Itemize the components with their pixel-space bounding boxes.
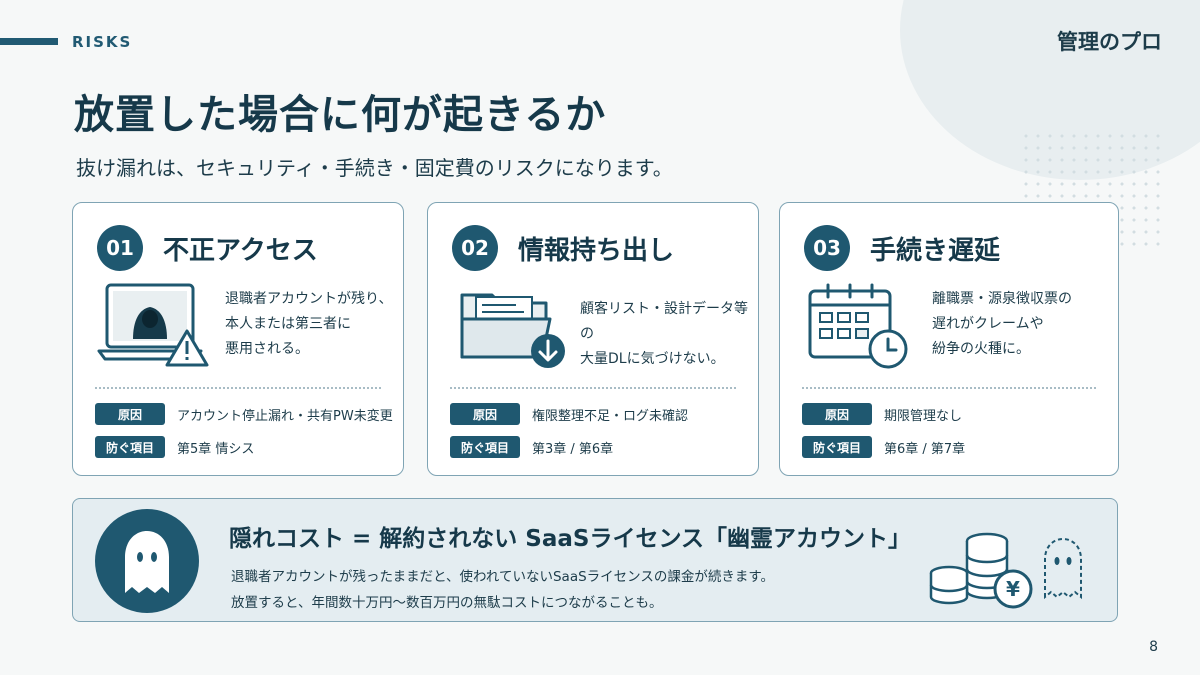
hidden-cost-panel: 隠れコスト = 解約されない SaaSライセンス「幽霊アカウント」 退職者アカウ… [72, 498, 1118, 622]
hidden-cost-title: 隠れコスト = 解約されない SaaSライセンス「幽霊アカウント」 [229, 526, 912, 552]
hidden-cost-description-line: 放置すると、年間数十万円〜数百万円の無駄コストにつながることも。 [231, 595, 663, 611]
cause-label: 原因 [95, 403, 165, 425]
card-number-badge: 03 [804, 225, 850, 271]
card-divider [802, 387, 1096, 389]
risk-card-data-exfiltration: 02 情報持ち出し 顧客リスト・設計データ等の 大量DLに気づけない。 原因 権… [427, 202, 759, 476]
prevent-row: 防ぐ項目 第5章 情シス [95, 436, 254, 458]
page-title: 放置した場合に何が起きるか [74, 92, 607, 138]
prevent-value: 第6章 / 第7章 [884, 441, 966, 457]
prevent-value: 第5章 情シス [177, 441, 255, 457]
card-header: 03 手続き遅延 [804, 225, 1000, 271]
card-description-line: 離職票・源泉徴収票の [932, 291, 1072, 307]
card-title: 情報持ち出し [518, 235, 675, 266]
brand-logo-text: 管理のプロ [1057, 30, 1162, 54]
section-tag: RISKS [72, 33, 133, 51]
coin-stack-yen-icon: ¥ [929, 532, 1082, 609]
card-description-line: 悪用される。 [225, 341, 309, 357]
card-number-badge: 01 [97, 225, 143, 271]
section-accent-bar [0, 38, 58, 45]
page-subtitle: 抜け漏れは、セキュリティ・手続き・固定費のリスクになります。 [76, 156, 673, 180]
page-number: 8 [1149, 639, 1158, 655]
cause-row: 原因 期限管理なし [802, 403, 962, 425]
card-description-line: 遅れがクレームや [932, 316, 1044, 332]
calendar-clock-icon [808, 283, 908, 369]
card-description-line: 本人または第三者に [225, 316, 351, 332]
card-description: 離職票・源泉徴収票の 遅れがクレームや 紛争の火種に。 [932, 287, 1110, 362]
cause-label: 原因 [450, 403, 520, 425]
card-description: 退職者アカウントが残り、 本人または第三者に 悪用される。 [225, 287, 403, 362]
folder-download-icon [460, 293, 565, 368]
cause-value: アカウント停止漏れ・共有PW未変更 [177, 408, 393, 424]
hidden-cost-description-line: 退職者アカウントが残ったままだと、使われていないSaaSライセンスの課金が続きま… [231, 569, 775, 585]
card-header: 01 不正アクセス [97, 225, 318, 271]
cause-label: 原因 [802, 403, 872, 425]
card-header: 02 情報持ち出し [452, 225, 674, 271]
card-description: 顧客リスト・設計データ等の 大量DLに気づけない。 [580, 297, 758, 372]
cause-value: 権限整理不足・ログ未確認 [532, 408, 689, 424]
cause-value: 期限管理なし [884, 408, 963, 424]
card-description-line: 大量DLに気づけない。 [580, 351, 725, 367]
cause-row: 原因 権限整理不足・ログ未確認 [450, 403, 688, 425]
prevent-label: 防ぐ項目 [450, 436, 520, 458]
cause-row: 原因 アカウント停止漏れ・共有PW未変更 [95, 403, 393, 425]
risk-card-procedure-delay: 03 手続き遅延 離職票・源泉徴収票の 遅れがクレームや 紛争の火種に。 原因 … [779, 202, 1119, 476]
card-description-line: 紛争の火種に。 [932, 341, 1030, 357]
prevent-label: 防ぐ項目 [95, 436, 165, 458]
card-number-badge: 02 [452, 225, 498, 271]
card-divider [95, 387, 381, 389]
svg-text:¥: ¥ [1006, 577, 1020, 601]
prevent-row: 防ぐ項目 第3章 / 第6章 [450, 436, 613, 458]
ghost-icon [95, 509, 199, 613]
card-description-line: 退職者アカウントが残り、 [225, 291, 393, 307]
risk-card-unauthorized-access: 01 不正アクセス 退職者アカウントが残り、 本人または第三者に 悪用される。 … [72, 202, 404, 476]
hacker-laptop-warning-icon [97, 283, 209, 367]
card-title: 不正アクセス [163, 235, 318, 266]
card-title: 手続き遅延 [870, 235, 1001, 266]
prevent-row: 防ぐ項目 第6章 / 第7章 [802, 436, 965, 458]
card-divider [450, 387, 736, 389]
card-description-line: 顧客リスト・設計データ等の [580, 301, 748, 342]
prevent-label: 防ぐ項目 [802, 436, 872, 458]
prevent-value: 第3章 / 第6章 [532, 441, 614, 457]
